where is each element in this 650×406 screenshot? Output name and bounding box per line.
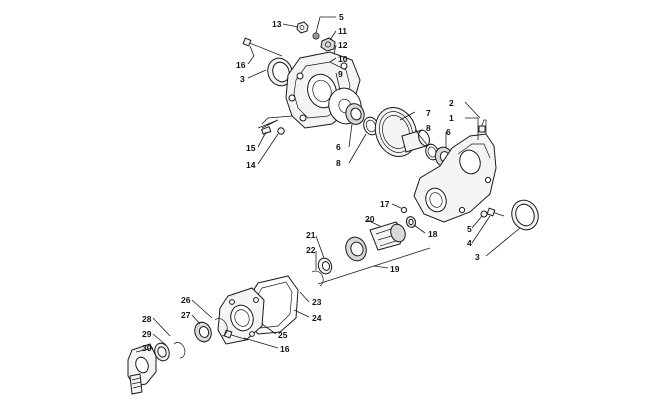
callout-22: 22 <box>306 245 316 255</box>
part-nut-18 <box>405 216 417 228</box>
part-housing-25 <box>217 287 265 345</box>
part-yoke-30 <box>127 343 157 395</box>
part-bearing-6-left <box>345 103 365 125</box>
part-circlip-23 <box>311 270 324 287</box>
part-nut-11 <box>320 37 336 52</box>
callout-1: 1 <box>449 113 454 123</box>
callout-12: 12 <box>338 40 348 50</box>
part-washer-17 <box>400 206 408 214</box>
callout-8-lower: 8 <box>336 158 341 168</box>
callout-4: 4 <box>467 238 472 248</box>
callout-25: 25 <box>278 330 288 340</box>
part-bolt-15 <box>260 126 272 135</box>
callout-24: 24 <box>312 313 322 323</box>
part-washer-14 <box>277 127 285 135</box>
callout-6-left: 6 <box>336 142 341 152</box>
callout-28: 28 <box>142 314 152 324</box>
part-bearing-27 <box>194 321 212 343</box>
callout-19: 19 <box>390 264 400 274</box>
callout-27: 27 <box>181 310 191 320</box>
callout-29: 29 <box>142 329 152 339</box>
callout-18: 18 <box>428 229 438 239</box>
part-ring-gear-7 <box>374 107 430 157</box>
callout-26: 26 <box>181 295 191 305</box>
part-bearing-20 <box>345 236 367 262</box>
callout-16-lower: 16 <box>280 344 290 354</box>
part-bolt-16-upper <box>242 37 283 57</box>
part-bolt-16-lower <box>223 329 249 341</box>
part-seal-3-right <box>511 199 539 231</box>
callout-labels: 13 5 11 12 16 10 3 9 2 1 7 8 6 6 8 15 14… <box>142 12 480 354</box>
callout-23: 23 <box>312 297 322 307</box>
part-circlip-29 <box>173 342 186 359</box>
callout-11: 11 <box>338 26 347 36</box>
group-bracket-19 <box>317 247 431 285</box>
part-housing-1 <box>413 133 497 223</box>
part-nut-13 <box>296 21 309 34</box>
part-washer-5-upper <box>312 32 320 40</box>
part-seal-3-upper <box>267 57 293 87</box>
part-circlip-26 <box>214 318 228 337</box>
callout-5-upper: 5 <box>339 12 344 22</box>
callout-21: 21 <box>306 230 316 240</box>
callout-7: 7 <box>426 108 431 118</box>
leader-lines <box>135 16 521 353</box>
part-race-21 <box>317 257 333 275</box>
callout-8-upper: 8 <box>426 123 431 133</box>
callout-3-lower: 3 <box>475 252 480 262</box>
callout-17: 17 <box>380 199 390 209</box>
part-seal-28 <box>154 342 170 362</box>
callout-30: 30 <box>142 343 152 353</box>
part-breather-2 <box>478 119 487 134</box>
callout-10: 10 <box>338 54 348 64</box>
callout-13: 13 <box>272 19 282 29</box>
part-bolt-4 <box>486 207 505 217</box>
callout-15: 15 <box>246 143 256 153</box>
callout-2: 2 <box>449 98 454 108</box>
callout-20: 20 <box>365 214 375 224</box>
callout-3-upper: 3 <box>240 74 245 84</box>
callout-9: 9 <box>338 69 343 79</box>
callout-6-right: 6 <box>446 127 451 137</box>
part-pinion-20 <box>369 221 406 251</box>
callout-16-upper: 16 <box>236 60 246 70</box>
callout-5-lower: 5 <box>467 224 472 234</box>
callout-14: 14 <box>246 160 256 170</box>
